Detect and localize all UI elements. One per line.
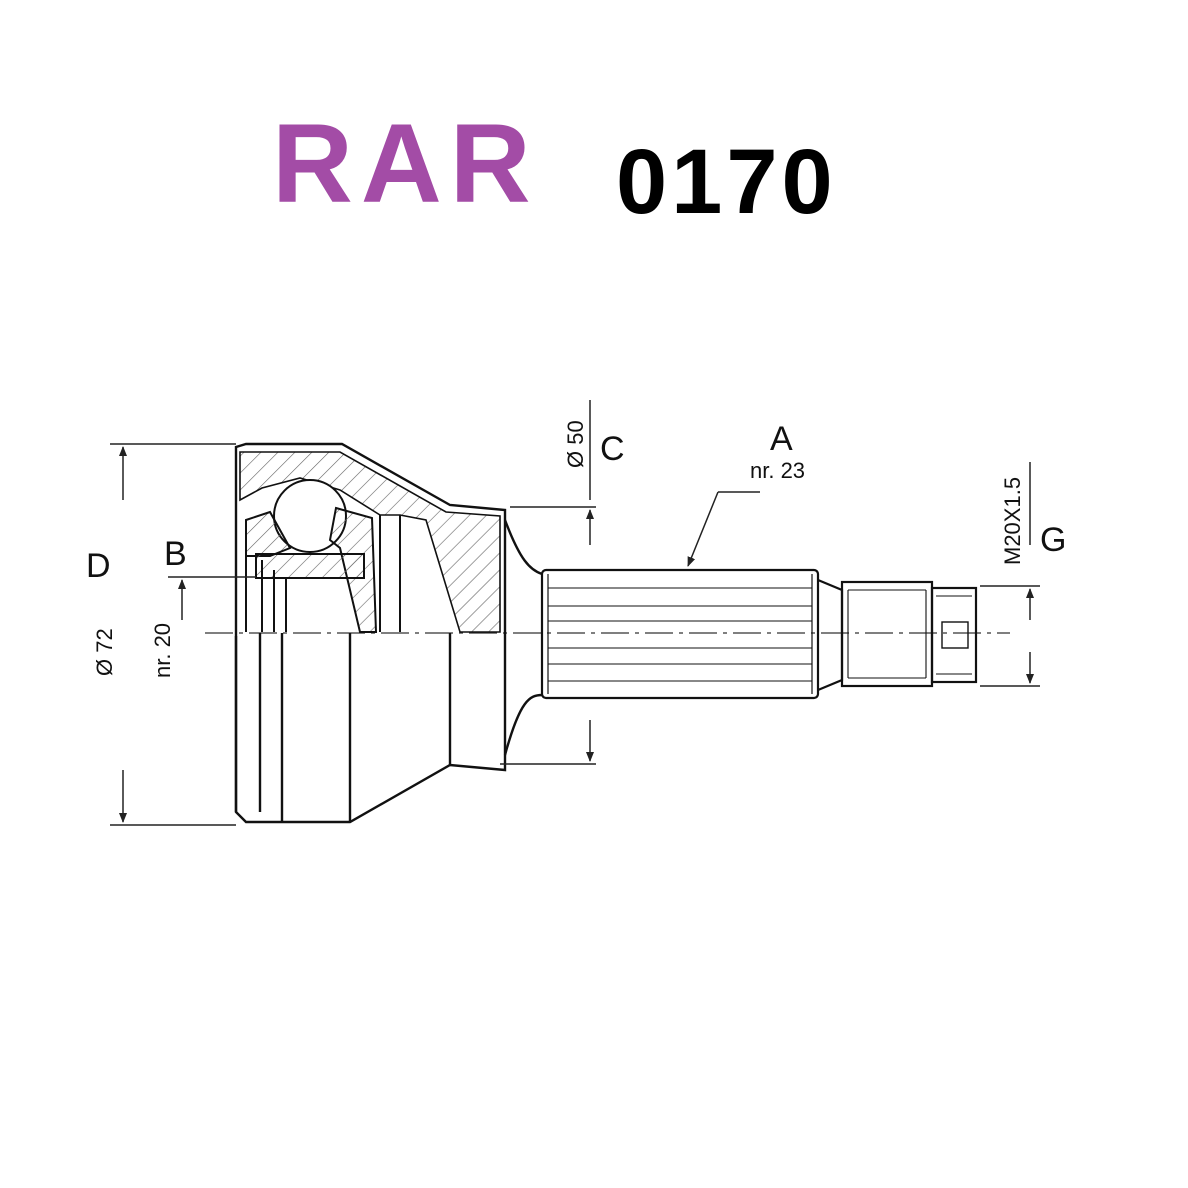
inner-race — [245, 479, 401, 633]
part-number: 0170 — [616, 131, 837, 233]
label-a: A — [770, 420, 793, 458]
label-c: C — [600, 430, 625, 468]
label-d-spec: Ø 72 — [92, 628, 117, 676]
label-d: D — [86, 547, 111, 585]
label-a-spec: nr. 23 — [750, 458, 805, 483]
dimension-lines — [110, 400, 1040, 826]
label-g-spec: M20X1.5 — [1000, 477, 1025, 565]
label-g: G — [1040, 521, 1066, 559]
splined-shaft — [540, 568, 844, 700]
joint-housing — [234, 442, 543, 824]
brand-logo-text: RAR — [272, 101, 539, 226]
label-c-spec: Ø 50 — [563, 420, 588, 468]
housing-section-hatch — [239, 451, 501, 633]
label-b: B — [164, 535, 187, 573]
label-b-spec: nr. 20 — [150, 623, 175, 678]
threaded-stub — [840, 580, 978, 688]
